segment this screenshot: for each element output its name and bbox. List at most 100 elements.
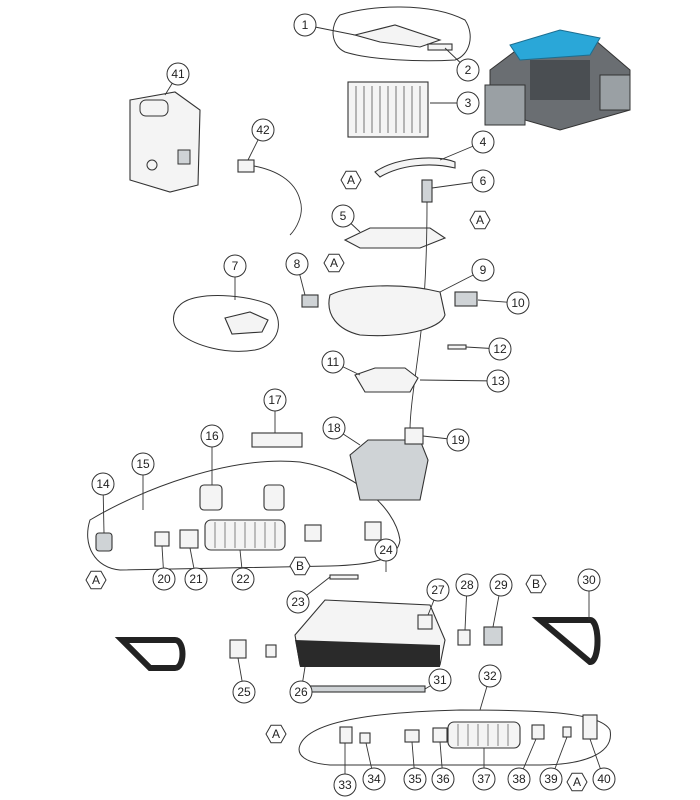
callout-circle [362,767,386,791]
ref-letter-text: A [330,256,338,270]
callout-1: 1 [293,13,317,37]
group-outline-32 [298,709,611,766]
callout-number: 9 [480,263,487,277]
callout-number: 20 [157,572,171,586]
callout-circle [184,567,208,591]
callout-21: 21 [184,567,208,591]
callout-number: 28 [460,578,474,592]
ref-letter-A: A [340,170,362,190]
ref-letter-hexagon [85,570,107,590]
callout-circle [286,590,310,614]
ref-letter-text: A [272,727,280,741]
callout-number: 11 [327,355,340,369]
part-latch [427,43,453,51]
part-roller-right [263,484,285,511]
callout-number: 37 [477,772,491,786]
callout-41: 41 [166,62,190,86]
callout-31: 31 [428,668,452,692]
callout-11: 11 [321,350,345,374]
callout-circle [455,573,479,597]
callout-circle [322,416,346,440]
callout-circle [471,130,495,154]
callout-circle [539,767,563,791]
ref-letter-A: A [469,210,491,230]
part-38 [531,724,545,740]
part-39 [562,726,572,738]
callout-number: 25 [237,685,251,699]
callout-23: 23 [286,590,310,614]
callout-9: 9 [471,258,495,282]
part-track-right [531,617,601,666]
part-40 [582,714,598,740]
callout-29: 29 [489,573,513,597]
callout-19: 19 [446,428,470,452]
callout-22: 22 [231,567,255,591]
callout-number: 19 [451,433,465,447]
callout-number: 21 [189,572,203,586]
callout-40: 40 [592,767,616,791]
callout-number: 33 [338,778,352,792]
callout-38: 38 [507,767,531,791]
part-handle [374,157,456,178]
callout-28: 28 [455,573,479,597]
callout-14: 14 [91,472,115,496]
callout-number: 3 [465,96,472,110]
part-25b [265,644,277,658]
callout-circle [577,568,601,592]
part-track-left [114,637,186,671]
callout-circle [507,767,531,791]
callout-circle [428,668,452,692]
callout-13: 13 [486,369,510,393]
callout-circle [478,664,502,688]
callout-number: 42 [256,123,270,137]
callout-circle [289,680,313,704]
callout-number: 24 [379,543,393,557]
callout-circle [333,773,357,797]
ref-letter-text: A [347,173,355,187]
callout-34: 34 [362,767,386,791]
part-top-cover [352,24,442,48]
ref-letter-text: A [92,573,100,587]
callout-circle [456,58,480,82]
ref-letter-hexagon [323,253,345,273]
part-chassis [294,599,446,667]
ref-letter-text: A [573,775,581,789]
ref-letter-hexagon [340,170,362,190]
callout-circle [374,538,398,562]
callout-6: 6 [471,169,495,193]
callout-number: 8 [294,257,301,271]
callout-circle [446,428,470,452]
leader-line-13 [419,379,499,382]
callout-number: 4 [480,135,487,149]
callout-circle [471,258,495,282]
part-motor-mount [354,367,419,393]
ref-letter-hexagon [265,724,287,744]
callout-number: 32 [483,669,497,683]
callout-circle [131,452,155,476]
part-motor-unit [349,439,429,501]
callout-12: 12 [488,337,512,361]
callout-number: 31 [433,673,447,687]
callout-circle [321,350,345,374]
part-gear-b [364,521,382,541]
callout-circle [166,62,190,86]
callout-7: 7 [223,254,247,278]
callout-circle [489,573,513,597]
ref-letter-B: B [289,556,311,576]
callout-number: 15 [136,457,150,471]
part-25 [229,639,247,659]
callout-number: 5 [340,209,347,223]
callout-number: 18 [327,421,341,435]
callout-number: 29 [494,578,508,592]
ref-letter-hexagon [525,574,547,594]
part-filter-basket [347,81,429,138]
part-pin [447,344,467,350]
ref-letter-hexagon [566,772,588,792]
callout-number: 40 [597,772,611,786]
callout-number: 7 [232,259,239,273]
callout-number: 41 [171,67,185,81]
callout-18: 18 [322,416,346,440]
ref-letter-text: A [476,213,484,227]
callout-circle [232,680,256,704]
